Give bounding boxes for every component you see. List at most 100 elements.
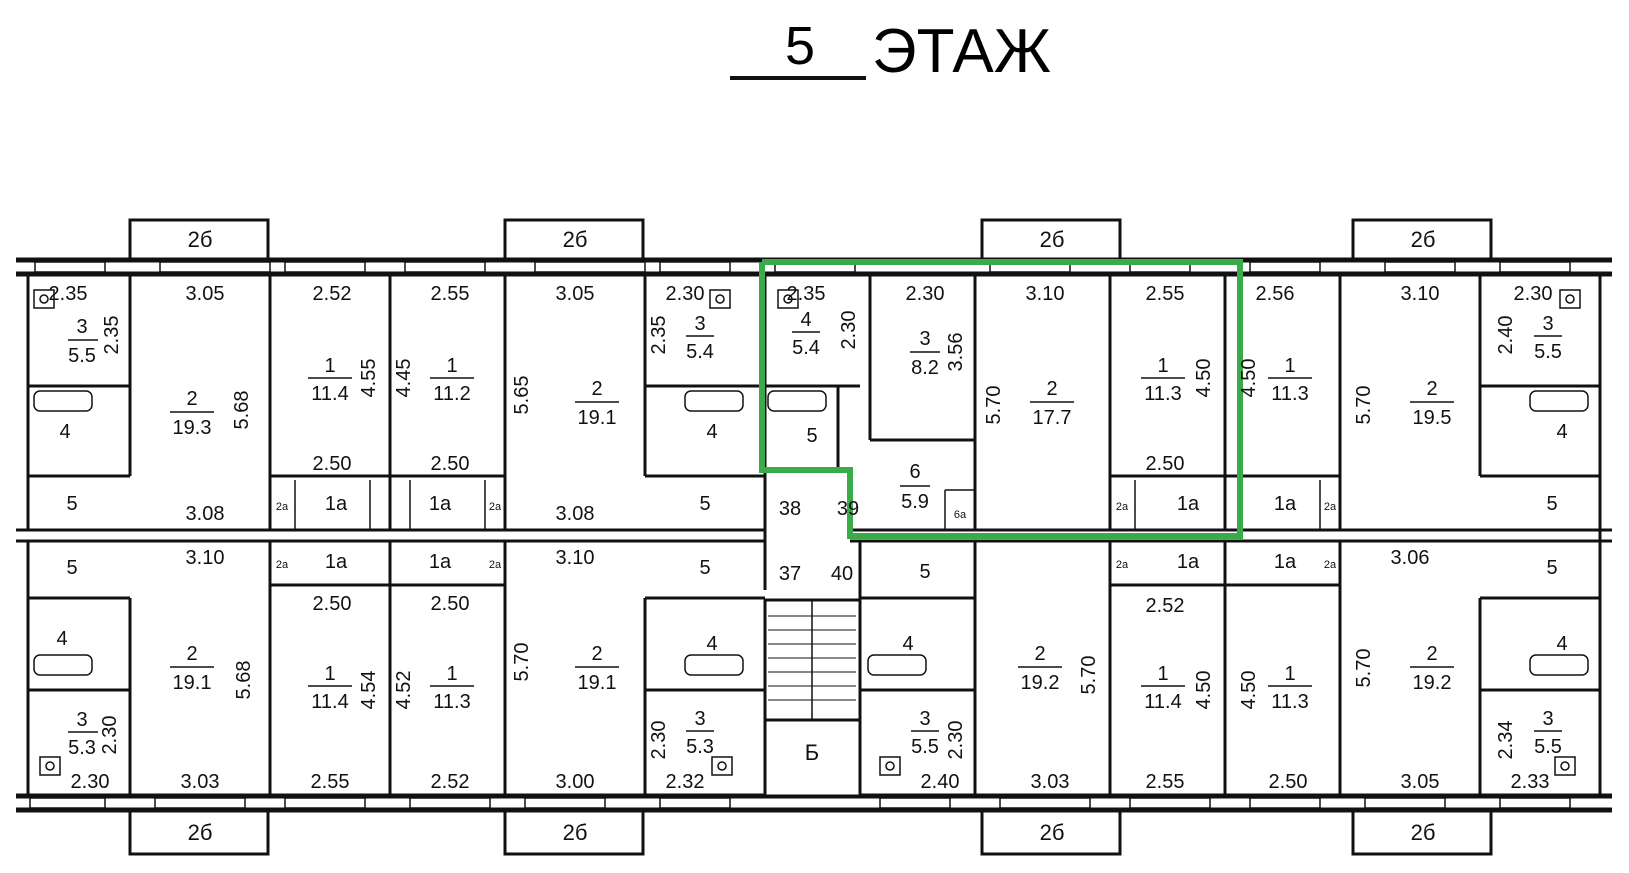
svg-text:11.4: 11.4 (311, 691, 348, 713)
svg-text:3: 3 (1542, 313, 1553, 335)
svg-text:5.5: 5.5 (68, 345, 96, 367)
svg-text:4.50: 4.50 (1238, 359, 1260, 398)
svg-text:19.1: 19.1 (578, 672, 617, 694)
svg-text:1: 1 (1157, 663, 1168, 685)
svg-text:1а: 1а (429, 551, 452, 573)
svg-text:5: 5 (66, 493, 77, 515)
svg-text:1а: 1а (325, 493, 348, 515)
svg-text:3.05: 3.05 (186, 283, 225, 305)
svg-text:2а: 2а (276, 559, 289, 571)
svg-text:1: 1 (1157, 355, 1168, 377)
svg-text:2.33: 2.33 (1511, 771, 1550, 793)
svg-text:5: 5 (919, 561, 930, 583)
balcony-label: 2б (1040, 820, 1065, 845)
svg-text:2.35: 2.35 (787, 283, 826, 305)
svg-text:5.5: 5.5 (1534, 736, 1562, 758)
labels-bottom: 3 5.3 2.30 2.30 3.10 2 19.1 5.68 3.03 2.… (68, 547, 1562, 793)
svg-text:3: 3 (919, 328, 930, 350)
svg-text:11.4: 11.4 (1144, 691, 1181, 713)
svg-text:6: 6 (909, 461, 920, 483)
svg-text:2.35: 2.35 (648, 316, 670, 355)
svg-text:2.50: 2.50 (313, 453, 352, 475)
svg-text:40: 40 (831, 563, 853, 585)
svg-text:8.2: 8.2 (911, 357, 939, 379)
svg-text:4: 4 (800, 309, 811, 331)
svg-text:2.50: 2.50 (431, 593, 470, 615)
stairs-label: Б (805, 740, 819, 765)
svg-text:1а: 1а (1274, 551, 1297, 573)
svg-text:39: 39 (837, 498, 859, 520)
svg-text:6а: 6а (954, 509, 967, 521)
svg-text:2.52: 2.52 (1146, 595, 1185, 617)
svg-text:3.03: 3.03 (1031, 771, 1070, 793)
svg-text:2.55: 2.55 (431, 283, 470, 305)
svg-text:3: 3 (76, 316, 87, 338)
svg-text:2.55: 2.55 (1146, 771, 1185, 793)
stairwell: Б (763, 598, 862, 798)
svg-text:11.3: 11.3 (1144, 383, 1181, 405)
svg-text:5.5: 5.5 (1534, 341, 1562, 363)
svg-text:1а: 1а (325, 551, 348, 573)
svg-text:3.08: 3.08 (186, 503, 225, 525)
svg-text:2.52: 2.52 (431, 771, 470, 793)
svg-text:4: 4 (706, 421, 717, 443)
svg-text:3.10: 3.10 (186, 547, 225, 569)
svg-text:2: 2 (591, 643, 602, 665)
svg-text:19.1: 19.1 (173, 672, 212, 694)
svg-text:2.30: 2.30 (906, 283, 945, 305)
svg-text:2.30: 2.30 (99, 716, 121, 755)
svg-text:11.3: 11.3 (1271, 691, 1308, 713)
svg-text:5.68: 5.68 (231, 391, 253, 430)
svg-text:5.70: 5.70 (1353, 386, 1375, 425)
balcony-label: 2б (1411, 227, 1436, 252)
svg-text:2.55: 2.55 (311, 771, 350, 793)
svg-text:19.1: 19.1 (578, 407, 617, 429)
svg-text:2.30: 2.30 (838, 311, 860, 350)
svg-text:2.30: 2.30 (71, 771, 110, 793)
svg-text:4.50: 4.50 (1193, 359, 1215, 398)
balconies-top: 2б 2б 2б 2б (128, 218, 1493, 262)
svg-text:2.30: 2.30 (666, 283, 705, 305)
svg-text:5.3: 5.3 (686, 736, 714, 758)
svg-text:2.34: 2.34 (1495, 721, 1517, 760)
svg-text:3.03: 3.03 (181, 771, 220, 793)
svg-text:4.45: 4.45 (393, 359, 415, 398)
balcony-label: 2б (563, 227, 588, 252)
svg-text:37: 37 (779, 563, 801, 585)
outer-walls (16, 257, 1612, 813)
svg-text:17.7: 17.7 (1033, 407, 1072, 429)
balcony-label: 2б (188, 227, 213, 252)
svg-text:2.50: 2.50 (313, 593, 352, 615)
svg-text:19.2: 19.2 (1021, 672, 1060, 694)
svg-text:5: 5 (699, 557, 710, 579)
svg-text:3: 3 (919, 708, 930, 730)
svg-text:11.3: 11.3 (1271, 383, 1308, 405)
svg-text:5: 5 (699, 493, 710, 515)
svg-text:2: 2 (1034, 643, 1045, 665)
svg-text:2а: 2а (489, 559, 502, 571)
svg-text:1а: 1а (1177, 551, 1200, 573)
svg-text:11.4: 11.4 (311, 383, 348, 405)
svg-text:2а: 2а (1116, 559, 1129, 571)
svg-text:2.50: 2.50 (1269, 771, 1308, 793)
svg-text:2.40: 2.40 (921, 771, 960, 793)
svg-text:3.05: 3.05 (556, 283, 595, 305)
svg-text:4: 4 (902, 633, 913, 655)
highlight-apartment-outline (759, 259, 1243, 539)
svg-text:1: 1 (324, 355, 335, 377)
svg-text:2а: 2а (276, 501, 289, 513)
svg-text:3.05: 3.05 (1401, 771, 1440, 793)
svg-text:1: 1 (446, 355, 457, 377)
balcony-label: 2б (1411, 820, 1436, 845)
floor-number: 5 (785, 16, 815, 76)
svg-text:3.08: 3.08 (556, 503, 595, 525)
svg-text:5.9: 5.9 (901, 491, 929, 513)
svg-text:3.10: 3.10 (556, 547, 595, 569)
svg-text:19.5: 19.5 (1413, 407, 1452, 429)
svg-text:5.4: 5.4 (792, 337, 820, 359)
svg-text:4: 4 (56, 628, 67, 650)
svg-text:2: 2 (591, 378, 602, 400)
svg-text:4: 4 (1556, 633, 1567, 655)
partitions-bottom (26, 541, 1600, 796)
